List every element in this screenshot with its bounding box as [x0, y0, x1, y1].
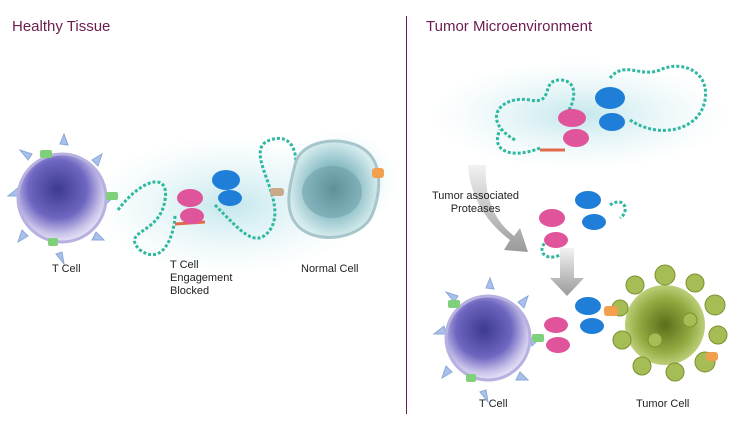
- proteases-label-line-2: Proteases: [450, 203, 501, 215]
- proteases-label-line-1: Tumor associated: [431, 190, 520, 202]
- panel-divider: [406, 16, 407, 414]
- blocked-label-line-2: Engagement: [170, 272, 233, 284]
- blocked-label-line-1: T Cell: [170, 259, 199, 271]
- t-cell-engagement-blocked-label: T Cell Engagement Blocked: [170, 259, 232, 298]
- blocked-label-line-3: Blocked: [170, 285, 210, 297]
- healthy-tissue-title: Healthy Tissue: [12, 18, 111, 35]
- masked-t-cell-engager-left: [116, 136, 298, 257]
- t-cell-label-right: T Cell: [479, 398, 508, 410]
- normal-cell-label: Normal Cell: [301, 263, 359, 275]
- t-cell-label-left: T Cell: [52, 263, 81, 275]
- engaged-t-cell-engager: [544, 297, 604, 353]
- tumor-cell: [604, 264, 728, 382]
- tumor-microenvironment-title: Tumor Microenvironment: [426, 18, 593, 35]
- t-cell-left: [6, 132, 118, 266]
- activated-t-cell-engager: [539, 191, 627, 259]
- protease-cleavage-arrow: [468, 165, 528, 252]
- tumor-proteases-label: Tumor associated Proteases: [428, 190, 523, 216]
- t-cell-right: [432, 276, 544, 404]
- masked-t-cell-engager-right: [494, 64, 707, 155]
- normal-cell: [270, 139, 384, 239]
- down-arrow: [550, 248, 584, 296]
- tumor-cell-label: Tumor Cell: [636, 398, 690, 410]
